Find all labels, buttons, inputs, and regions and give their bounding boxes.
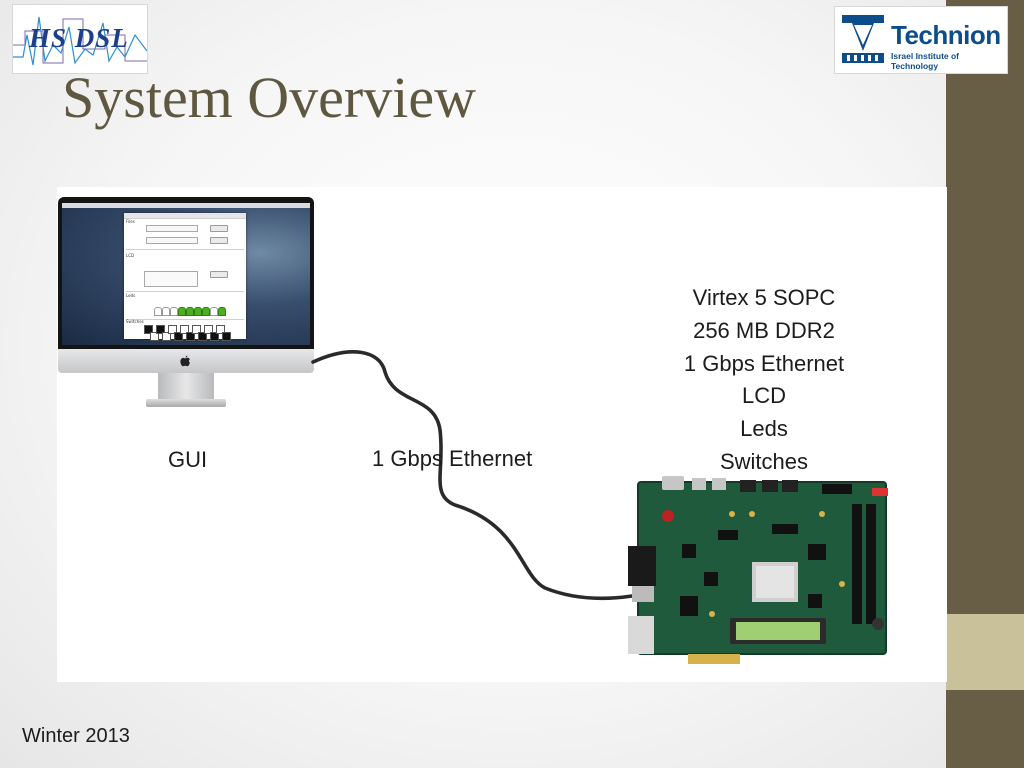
gui-files-field-2 xyxy=(146,237,198,244)
spec-item: Virtex 5 SOPC xyxy=(692,285,836,310)
gui-files-button-1 xyxy=(210,225,228,232)
imac-stand-foot xyxy=(146,399,226,407)
gui-switch-indicator xyxy=(198,332,207,341)
hs-dsl-logo: HS DSL xyxy=(12,4,148,74)
gui-led-indicator xyxy=(202,307,210,316)
gui-divider xyxy=(126,249,244,250)
gui-lcd-button xyxy=(210,271,228,278)
dvi-port xyxy=(628,616,654,654)
gui-led-indicator xyxy=(194,307,202,316)
gui-switch-indicator xyxy=(150,332,159,341)
ethernet-link-label: 1 Gbps Ethernet xyxy=(372,446,533,471)
lcd-screen xyxy=(736,622,820,640)
gui-switch-indicator xyxy=(210,332,219,341)
imac-computer: Files LCD Leds Switches xyxy=(58,197,314,412)
spec-item: LCD xyxy=(741,383,786,409)
right-accent-band-highlight xyxy=(946,614,1024,690)
apple-logo-icon xyxy=(180,355,190,367)
technion-name: Technion xyxy=(891,20,1001,50)
technion-subtitle: Israel Institute of Technology xyxy=(891,51,960,71)
gui-switch-indicator xyxy=(180,325,189,334)
gui-section-lcd: LCD xyxy=(126,253,135,258)
gui-divider xyxy=(126,291,244,292)
technion-logo: Technion Israel Institute of Technology xyxy=(834,6,1008,74)
gui-divider xyxy=(126,319,244,320)
gui-led-indicator xyxy=(162,307,170,316)
gui-led-indicator xyxy=(210,307,218,316)
gui-switch-indicator xyxy=(174,332,183,341)
imac-screen: Files LCD Leds Switches xyxy=(62,203,310,345)
spec-item: Switches xyxy=(719,448,809,474)
imac-stand-neck xyxy=(158,373,214,401)
gui-files-button-2 xyxy=(210,237,228,244)
gui-section-leds: Leds xyxy=(126,293,136,298)
ethernet-port xyxy=(632,586,654,602)
gui-section-switches: Switches xyxy=(126,319,144,324)
gui-switch-indicator xyxy=(144,325,153,334)
gui-titlebar xyxy=(124,213,246,219)
gui-lcd-field xyxy=(144,271,198,287)
gui-section-files: Files xyxy=(126,219,135,224)
gui-switch-indicator xyxy=(186,332,195,341)
gui-window: Files LCD Leds Switches xyxy=(124,213,246,341)
gui-switch-indicator xyxy=(222,332,231,341)
gui-switch-indicator xyxy=(156,325,165,334)
technion-emblem-icon xyxy=(842,15,884,63)
mac-menu-bar xyxy=(62,203,310,208)
top-connectors xyxy=(662,476,888,496)
gui-files-field-1 xyxy=(146,225,198,232)
page-title: System Overview xyxy=(62,65,476,130)
gui-switch-indicator xyxy=(216,325,225,334)
gui-led-indicator xyxy=(170,307,178,316)
spec-item: 1 Gbps Ethernet xyxy=(683,350,845,376)
imac-bezel: Files LCD Leds Switches xyxy=(58,197,314,349)
imac-chin xyxy=(58,349,314,373)
expansion-header xyxy=(866,504,876,624)
gui-led-indicator xyxy=(154,307,162,316)
spec-item: Leds xyxy=(740,416,788,442)
serial-port xyxy=(628,546,656,586)
gui-switch-indicator xyxy=(162,332,171,341)
gui-switch-indicator xyxy=(168,325,177,334)
gui-led-indicator xyxy=(178,307,186,316)
hs-dsl-logo-graphic xyxy=(13,16,147,66)
footer-date: Winter 2013 xyxy=(22,725,130,747)
pcie-edge-connector xyxy=(688,654,740,664)
gui-label: GUI xyxy=(168,447,208,472)
gui-led-indicator xyxy=(186,307,194,316)
spec-item: 256 MB DDR2 xyxy=(693,317,835,343)
gui-switch-indicator xyxy=(204,325,213,334)
gui-led-indicator xyxy=(218,307,226,316)
gui-switch-indicator xyxy=(192,325,201,334)
hs-dsl-logo-text: HS DSL xyxy=(29,23,129,53)
fpga-board xyxy=(628,476,888,664)
board-spec-list: Virtex 5 SOPC 256 MB DDR2 1 Gbps Etherne… xyxy=(660,282,868,479)
